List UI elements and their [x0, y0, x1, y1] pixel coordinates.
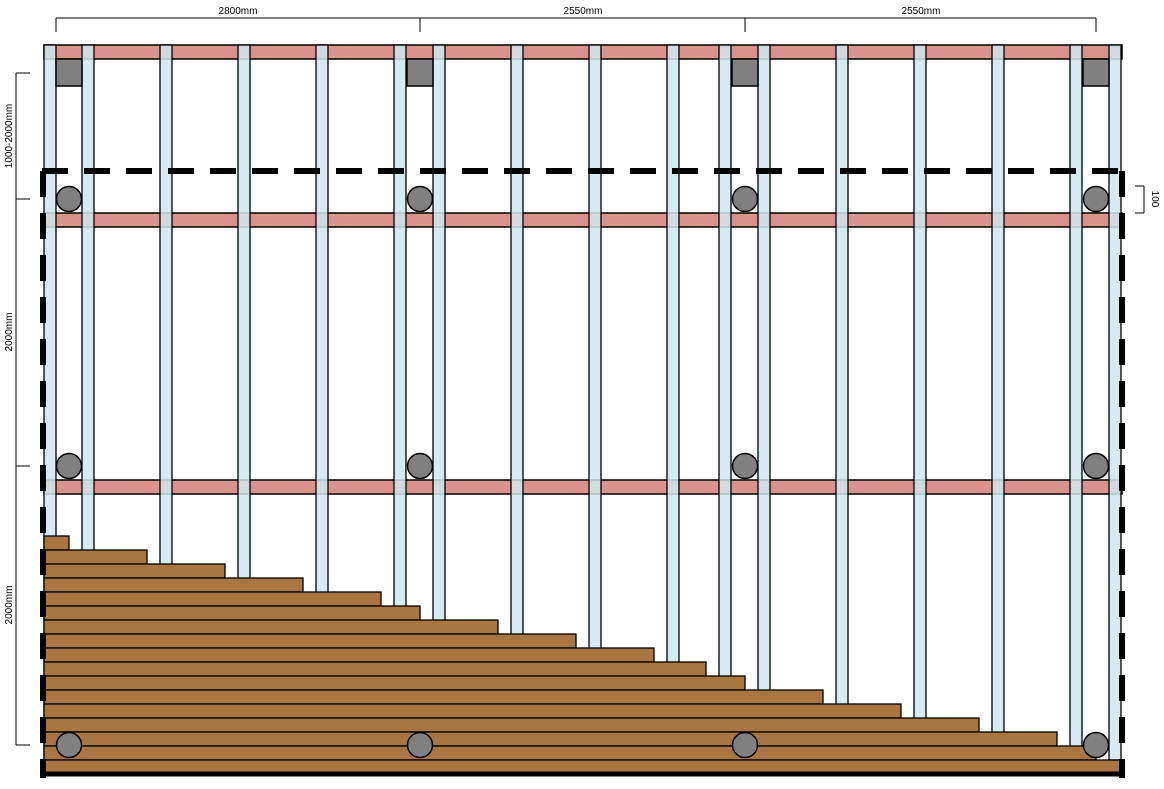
deck-board-1 — [43, 535, 70, 551]
square-post-4 — [1082, 58, 1110, 87]
joist-16 — [1069, 44, 1083, 761]
joist-11 — [718, 44, 732, 761]
round-post-r3-c2 — [406, 731, 434, 759]
round-post-r2-c3 — [731, 452, 759, 480]
left-dimension-label-3: 2000mm — [4, 586, 15, 625]
round-post-r3-c1 — [55, 731, 83, 759]
round-posts — [55, 185, 1110, 480]
deck-board-13 — [43, 703, 902, 719]
round-post-r1-c4 — [1082, 185, 1110, 213]
joist-14 — [913, 44, 927, 761]
left-dimension-label-2: 2000mm — [4, 313, 15, 352]
deck-board-4 — [43, 577, 304, 593]
deck-board-2 — [43, 549, 148, 565]
joist-15 — [991, 44, 1005, 761]
round-post-r3-c4 — [1082, 731, 1110, 759]
round-post-r2-c1 — [55, 452, 83, 480]
deck-board-15 — [43, 731, 1058, 747]
bearer-lower — [43, 479, 1123, 495]
deck-board-7 — [43, 619, 499, 635]
bearer-middle — [43, 212, 1123, 228]
joist-12 — [757, 44, 771, 761]
deck-board-14 — [43, 717, 980, 733]
square-post-2 — [406, 58, 434, 87]
square-post-3 — [731, 58, 759, 87]
round-post-r2-c2 — [406, 452, 434, 480]
round-post-r1-c3 — [731, 185, 759, 213]
left-dimension — [15, 72, 30, 746]
top-dimension — [55, 17, 1097, 32]
deck-board-5 — [43, 591, 382, 607]
bearer-top — [43, 44, 1123, 60]
square-posts — [55, 58, 1110, 87]
top-dimension-label-2: 2550mm — [564, 6, 603, 17]
deck-board-10 — [43, 661, 707, 677]
joist-13 — [835, 44, 849, 761]
round-post-r1-c1 — [55, 185, 83, 213]
deck-board-3 — [43, 563, 226, 579]
deck-board-9 — [43, 647, 655, 663]
round-post-r2-c4 — [1082, 452, 1110, 480]
square-post-1 — [55, 58, 83, 87]
deck-board-11 — [43, 675, 746, 691]
right-gap-dimension — [1135, 185, 1145, 214]
dashed-boundary — [40, 168, 1125, 778]
round-post-r3-c3 — [731, 731, 759, 759]
deck-board-17 — [43, 759, 1121, 774]
right-gap-label: 100 — [1149, 191, 1160, 208]
round-post-r1-c2 — [406, 185, 434, 213]
deck-board-16 — [43, 745, 1097, 761]
joist-10 — [666, 44, 680, 761]
top-dimension-label-3: 2550mm — [902, 6, 941, 17]
decking-boards — [43, 535, 1121, 774]
deck-board-8 — [43, 633, 577, 649]
deck-board-6 — [43, 605, 421, 621]
bottom-round-posts — [55, 731, 1110, 759]
deck-board-12 — [43, 689, 824, 705]
left-dimension-label-1: 1000-2000mm — [4, 104, 15, 168]
top-dimension-label-1: 2800mm — [219, 6, 258, 17]
